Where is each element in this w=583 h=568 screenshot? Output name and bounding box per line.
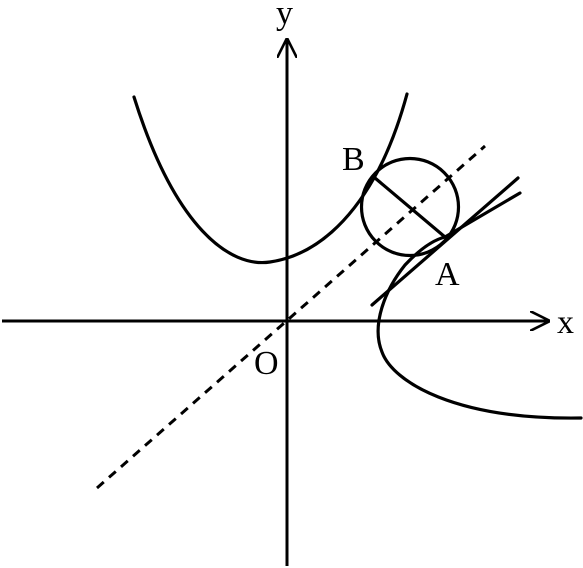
point-b-label: B bbox=[342, 141, 365, 178]
tangent-line-a bbox=[370, 176, 520, 307]
symmetry-line bbox=[96, 144, 486, 490]
parabola-rightward bbox=[376, 235, 583, 420]
parabola-upward bbox=[132, 92, 409, 265]
point-a-label: A bbox=[435, 256, 460, 293]
segment-ab bbox=[373, 176, 447, 239]
x-axis-label: x bbox=[557, 304, 574, 341]
y-axis-label: y bbox=[276, 0, 293, 32]
tangent-line-b bbox=[443, 191, 522, 239]
circle bbox=[359, 156, 461, 258]
origin-label: O bbox=[254, 345, 279, 382]
